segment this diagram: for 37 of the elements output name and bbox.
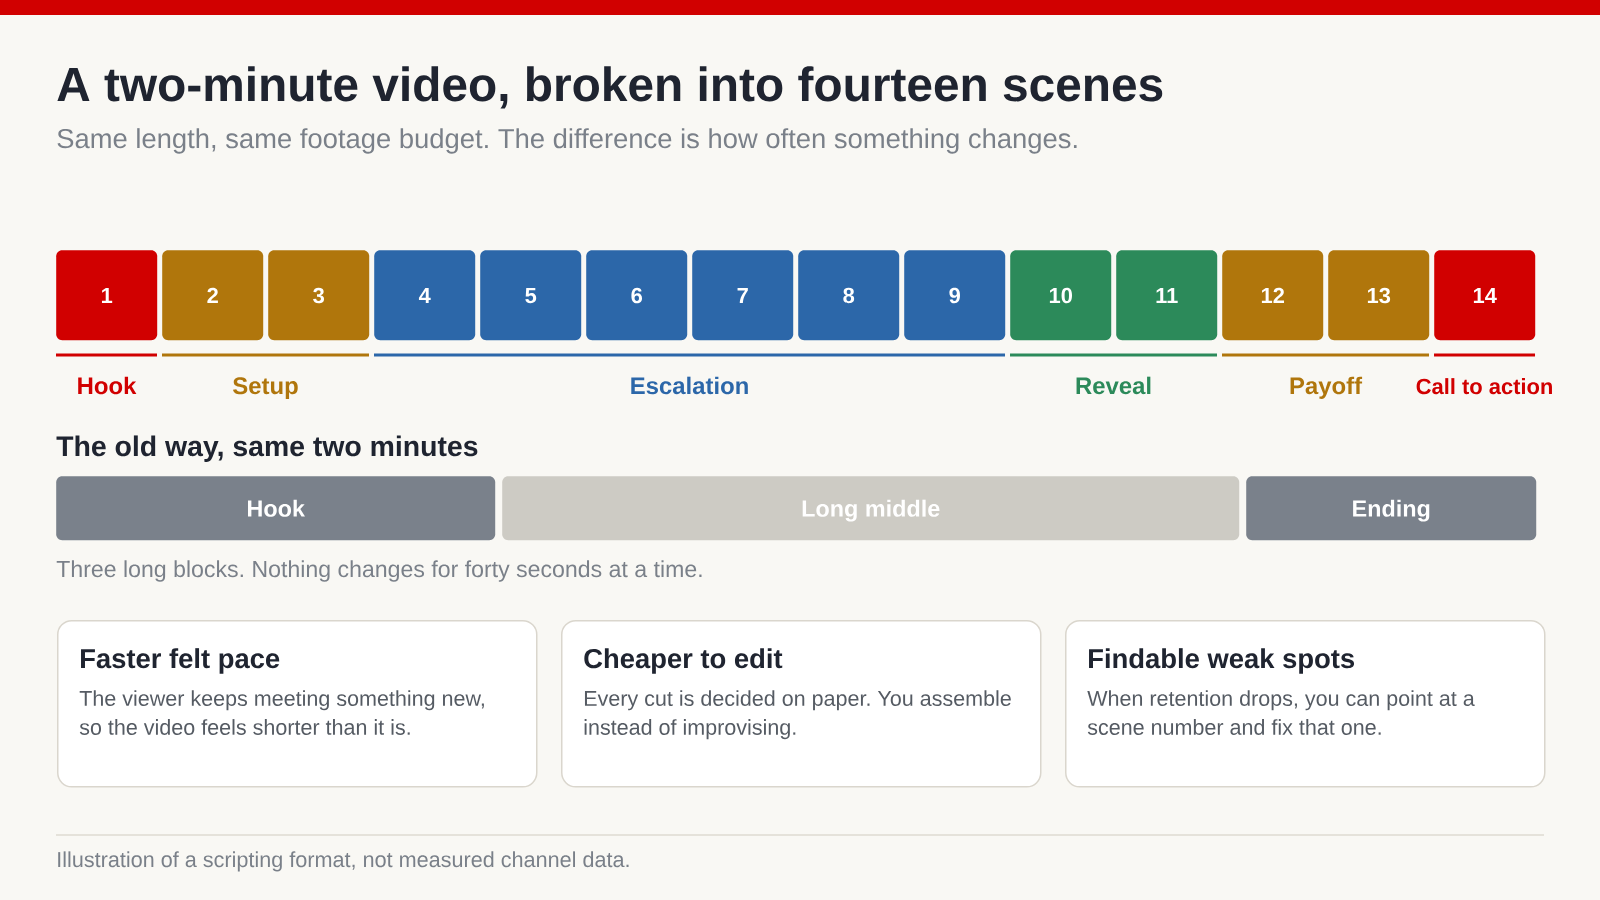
scene-tile: 9 [904, 250, 1006, 341]
scene-tile: 14 [1434, 250, 1536, 341]
scene-tile: 4 [374, 250, 476, 341]
subtitle: Same length, same footage budget. The difference is how often something changes. [57, 128, 1077, 154]
footnote: Illustration of a scripting format, not measured channel data. [58, 851, 629, 872]
card [57, 620, 538, 788]
phase-label: Escalation [631, 376, 748, 395]
phase-label: Payoff [1290, 376, 1363, 399]
title: A two-minute video, broken into fourteen scenes [57, 66, 1163, 109]
section-heading: The old way, same two minutes [56, 435, 478, 462]
card-title: Findable weak spots [1089, 648, 1355, 674]
card-text: Every cut is decided on paper. You assemble instead of improvising. [584, 690, 1011, 740]
scene-tile: 6 [586, 250, 688, 341]
scene-tile: 13 [1328, 250, 1430, 341]
phase-label: Hook [78, 376, 137, 395]
scene-tile: 5 [480, 250, 582, 341]
timeline-block: Long middle [502, 476, 1240, 541]
card [1065, 620, 1546, 788]
scene-tile: 12 [1222, 250, 1324, 341]
timeline-block: Ending [1246, 476, 1537, 541]
card-text: When retention drops, you can point at a scene number and fix that one. [1087, 690, 1475, 735]
scene-tile: 2 [162, 250, 264, 341]
scene-tile: 8 [798, 250, 900, 341]
note: Three long blocks. Nothing changes for forty seconds at a time. [56, 560, 702, 582]
timeline-block: Hook [56, 476, 496, 541]
phase-label: Reveal [1076, 376, 1151, 395]
scene-tile: 10 [1010, 250, 1112, 341]
phase-label: Call to action [1416, 378, 1552, 395]
card [561, 620, 1042, 788]
card-title: Cheaper to edit [584, 648, 783, 674]
scene-tile: 1 [56, 250, 158, 341]
card-text: The viewer keeps meeting something new, so the video feels shorter than it is. [79, 690, 484, 735]
scene-tile: 11 [1116, 250, 1218, 341]
phase-label: Setup [233, 377, 298, 399]
card-title: Faster felt pace [81, 648, 280, 674]
scene-tile: 3 [268, 250, 370, 341]
scene-tile: 7 [692, 250, 794, 341]
